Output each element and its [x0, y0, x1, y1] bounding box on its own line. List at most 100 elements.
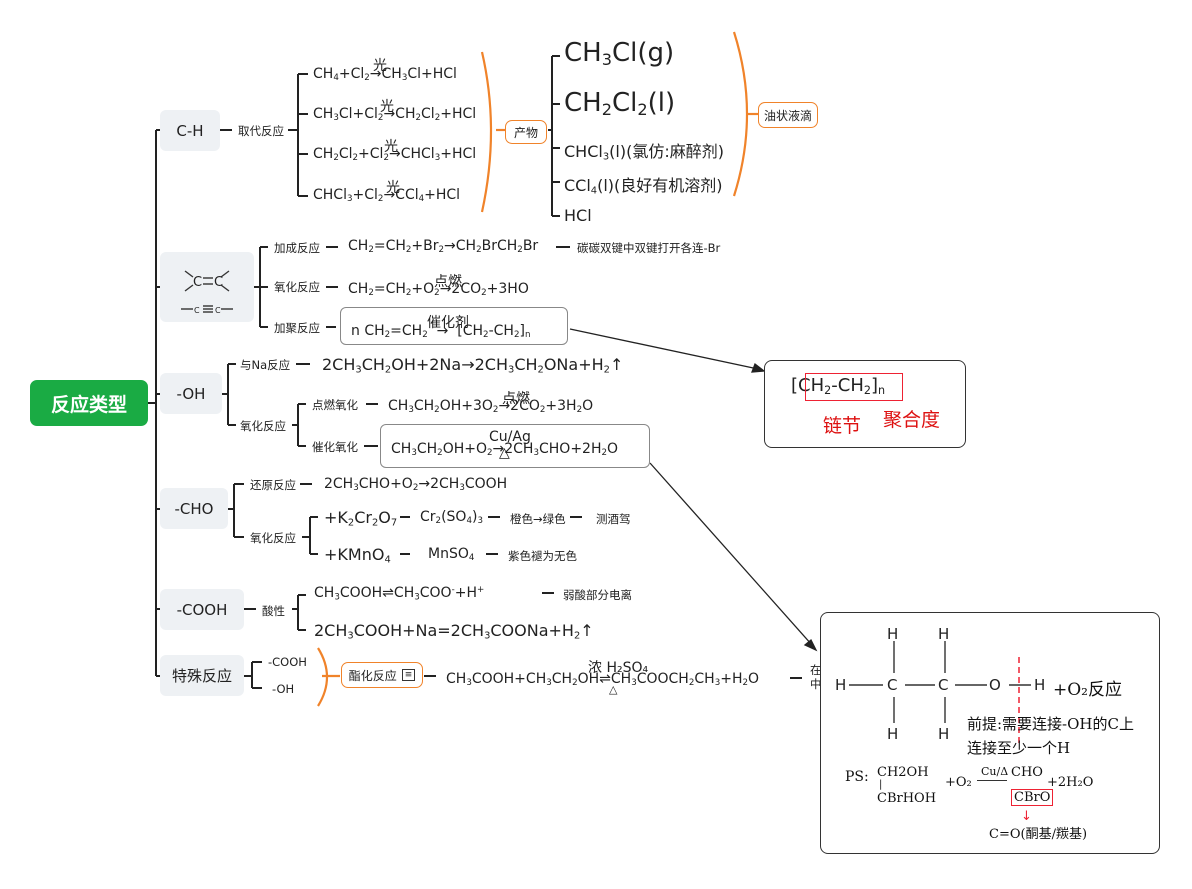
ch-reaction-3: CH2Cl2+Cl2→CHCl3+HCl [313, 146, 477, 164]
oh-catalytic-eq: CH3CH2OH+O2→2CH3CHO+2H2O [391, 441, 619, 459]
cond-conc-h2so4: 浓 H₂SO₄ [588, 660, 649, 676]
label-catalytic-oxidation: 催化氧化 [312, 440, 358, 454]
polymerization-box[interactable]: n CH2=CH2 → [CH2-CH2]n 催化剂 [340, 307, 568, 345]
product-2: CH2Cl2(l) [564, 88, 676, 120]
cond-catalyst: 催化剂 [427, 315, 469, 331]
ps-arrow [977, 780, 1007, 781]
root-node[interactable]: 反应类型 [30, 380, 148, 426]
label-polymerization: 加聚反应 [274, 321, 320, 335]
unit-highlight-box [805, 373, 903, 401]
kmno4-product: MnSO4 [428, 546, 475, 564]
label-na-reaction: 与Na反应 [240, 358, 291, 372]
group-cooh[interactable]: -COOH [160, 589, 244, 630]
cooh-na-eq: 2CH3COOH+Na=2CH3COONa+H2↑ [314, 621, 594, 642]
special-cooh: -COOH [268, 655, 307, 669]
k2cr2o7-product: Cr2(SO4)3 [420, 509, 483, 527]
cc-addition-eq: CH2=CH2+Br2→CH2BrCH2Br [348, 238, 539, 256]
atom-c-2: C [938, 676, 949, 694]
label-substitution: 取代反应 [238, 124, 284, 138]
atom-h-bottom-2: H [938, 725, 950, 743]
degree-label: 聚合度 [883, 409, 941, 431]
cc-bond-icon: C C C C [181, 270, 233, 315]
atom-h-top-2: H [938, 625, 950, 643]
oh-na-eq: 2CH3CH2OH+2Na→2CH3CH2ONa+H2↑ [322, 355, 624, 376]
special-oh: -OH [272, 682, 295, 696]
kmno4-reagent: +KMnO4 [324, 545, 391, 566]
cooh-ionization-note: 弱酸部分电离 [563, 588, 632, 602]
label-addition: 加成反应 [274, 241, 320, 255]
heat-triangle-icon: △ [499, 445, 510, 461]
k2cr2o7-use: 测酒驾 [596, 512, 631, 526]
kmno4-color: 紫色褪为无色 [508, 549, 577, 563]
polymer-note-panel[interactable]: [CH2-CH2]n 链节 聚合度 [764, 360, 966, 448]
cond-ignite-cc: 点燃 [434, 274, 462, 290]
premise-note-2: 连接至少一个H [967, 739, 1071, 757]
group-cc[interactable]: C C C C [160, 252, 254, 322]
polymer-formula: [CH2-CH2]n [791, 375, 886, 397]
label-acidity: 酸性 [262, 604, 285, 618]
cond-light-4: 光 [386, 180, 400, 196]
ps-plus-o2: +O₂ [945, 775, 972, 790]
atom-h-left: H [835, 676, 847, 694]
atom-h-right: H [1034, 676, 1046, 694]
cond-light-2: 光 [380, 99, 394, 115]
group-cho[interactable]: -CHO [160, 488, 228, 529]
o2-reaction-note: +O₂反应 [1053, 680, 1122, 700]
unit-label: 链节 [823, 415, 862, 437]
catalytic-oxidation-box[interactable]: CH3CH2OH+O2→2CH3CHO+2H2O Cu/Ag △ [380, 424, 650, 468]
alcohol-oxidation-panel[interactable]: H H H C C O H H H +O₂反应 前提:需要连接-OH的C上 连接… [820, 612, 1160, 854]
atom-h-bottom-1: H [887, 725, 899, 743]
oily-drops-node[interactable]: 油状液滴 [758, 102, 818, 128]
ps-product-1: CHO [1011, 765, 1043, 780]
ch-reaction-2: CH3Cl+Cl2→CH2Cl2+HCl [313, 106, 477, 124]
cond-light-3: 光 [384, 139, 398, 155]
ps-reactant-1: CH2OH [877, 765, 929, 780]
heat-triangle-icon-2: △ [609, 683, 618, 696]
product-3: CHCl3(l)(氯仿:麻醉剂) [564, 142, 724, 163]
product-1: CH3Cl(g) [564, 38, 675, 70]
esterification-eq: CH3COOH+CH3CH2OH⇌CH3COOCH2CH3+H2O [446, 671, 760, 689]
cc-addition-note: 碳碳双键中双键打开各连-Br [577, 241, 721, 255]
cho-reduction-eq: 2CH3CHO+O2→2CH3COOH [324, 476, 508, 494]
group-special[interactable]: 特殊反应 [160, 655, 244, 696]
svg-text:C: C [215, 306, 221, 315]
atom-c-1: C [887, 676, 898, 694]
product-5: HCl [564, 206, 592, 225]
oh-burn-eq: CH3CH2OH+3O2→2CO2+3H2O [388, 398, 594, 416]
products-node[interactable]: 产物 [505, 120, 547, 144]
ps-reactant-2: CBrHOH [877, 791, 937, 806]
product-4: CCl4(l)(良好有机溶剂) [564, 176, 723, 197]
ps-bond-mark: | [879, 779, 883, 790]
k2cr2o7-color: 橙色→绿色 [510, 512, 566, 526]
premise-note-1: 前提:需要连接-OH的C上 [967, 715, 1134, 733]
label-cho-oxidation: 氧化反应 [250, 531, 296, 545]
cond-light-1: 光 [373, 58, 387, 74]
label-cc-oxidation: 氧化反应 [274, 280, 320, 294]
svg-text:C: C [214, 275, 223, 290]
cc-oxidation-eq: CH2=CH2+O2→2CO2+3HO [348, 281, 529, 299]
ps-water: +2H₂O [1047, 775, 1094, 790]
ch-reaction-4: CHCl3+Cl2→CCl4+HCl [313, 187, 461, 205]
svg-text:C: C [194, 306, 200, 315]
atom-o: O [989, 676, 1001, 694]
structure-drawing [849, 641, 1031, 745]
group-oh[interactable]: -OH [160, 373, 222, 414]
group-ch[interactable]: C-H [160, 110, 220, 151]
cond-cu-ag: Cu/Ag [489, 429, 531, 445]
atom-h-top-1: H [887, 625, 899, 643]
ps-condition: Cu/Δ [981, 765, 1009, 778]
esterification-label: 酯化反应 [348, 668, 397, 683]
cond-ignite-oh: 点燃 [502, 391, 530, 407]
note-icon[interactable]: ≡ [401, 669, 416, 681]
polymerization-eq: n CH2=CH2 → [CH2-CH2]n [351, 323, 531, 341]
label-oh-oxidation: 氧化反应 [240, 419, 286, 433]
cooh-ionization-eq: CH3COOH⇌CH3COO-+H+ [314, 585, 485, 603]
ps-label: PS: [845, 769, 869, 785]
ps-carbonyl-note: C=O(酮基/羰基) [989, 827, 1088, 842]
svg-text:C: C [193, 275, 202, 290]
ps-product-2: CBrO [1011, 789, 1054, 806]
ch-reaction-1: CH4+Cl2→CH3Cl+HCl [313, 66, 457, 84]
k2cr2o7-reagent: +K2Cr2O7 [324, 508, 398, 529]
esterification-node[interactable]: 酯化反应 ≡ [341, 662, 423, 688]
